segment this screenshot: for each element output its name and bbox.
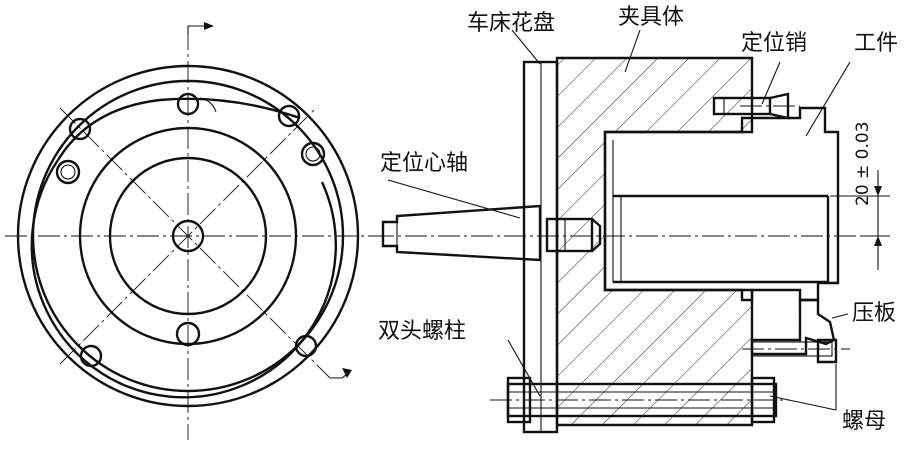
- bolt-hole-lower-left: [79, 344, 103, 368]
- pin-arc: [199, 97, 217, 113]
- leader-fixture-body: [624, 29, 641, 73]
- leader-nut: [769, 395, 837, 411]
- leader-workpiece: [805, 61, 851, 137]
- workpiece-outline: [30, 159, 337, 399]
- clamp-stud-right: [300, 141, 326, 167]
- leader-locating-pin: [761, 61, 781, 105]
- locating-mandrel: [381, 204, 542, 262]
- label-nut: 螺母: [842, 409, 886, 434]
- clamp-nut: [816, 338, 838, 364]
- label-locating-pin: 定位销: [741, 31, 807, 56]
- label-double-end-stud: 双头螺柱: [378, 319, 466, 344]
- label-faceplate: 车床花盘: [467, 11, 555, 36]
- leader-clamp: [831, 313, 849, 319]
- end-view: [5, 22, 375, 440]
- label-workpiece: 工件: [854, 31, 898, 56]
- bolt-hole-upper-right: [277, 104, 301, 128]
- locating-pin: [712, 96, 772, 116]
- label-locating-mandrel: 定位心轴: [380, 151, 468, 176]
- leader-faceplate: [511, 29, 541, 65]
- diagonal-centerline-1: [59, 107, 331, 379]
- section-view: [372, 29, 890, 434]
- leader-stud: [507, 339, 541, 397]
- bolt-hole-upper-left: [68, 117, 92, 141]
- leader-mandrel: [387, 179, 521, 219]
- clamp-stud-left: [55, 159, 81, 185]
- label-clamp-plate: 压板: [852, 301, 896, 326]
- label-fixture-body: 夹具体: [618, 5, 684, 30]
- clamp-plate: [750, 298, 836, 356]
- label-dimension: 20 ± 0.03: [853, 121, 873, 206]
- diagonal-centerline-2: [59, 107, 317, 365]
- bolt-hole-bottom: [175, 321, 201, 347]
- workpiece-section: [603, 106, 840, 302]
- bolt-hole-lower-right: [294, 334, 318, 358]
- workpiece-top-edge: [56, 97, 301, 161]
- bolt-hole-top: [176, 92, 200, 116]
- mandrel-nut: [545, 217, 594, 253]
